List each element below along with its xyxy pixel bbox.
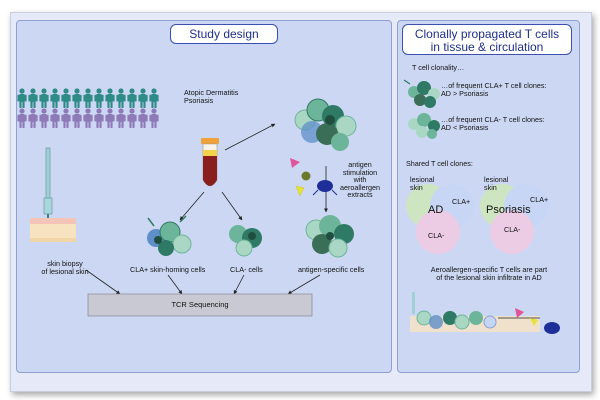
clonality-heading: T cell clonality… <box>412 63 465 72</box>
clonal-propagation-title: Clonally propagated T cells in tissue & … <box>402 24 572 55</box>
cla-pos-clone-cluster <box>403 79 440 108</box>
lesional-infiltrate-illustration <box>410 292 560 334</box>
venn-pso-neg-label: CLA- <box>504 225 521 234</box>
clonal-title-line-1: Clonally propagated T cells <box>414 27 560 41</box>
venn-ad <box>406 184 474 254</box>
cla-positive-cells <box>147 215 192 256</box>
stimulation-label: antigen stimulation with aeroallergen ex… <box>338 161 382 199</box>
aeroallergen-line-2: of the lesional skin infiltrate in AD <box>436 273 542 283</box>
arrow-to-cla-neg <box>221 191 243 221</box>
cla-negative-cells <box>229 225 262 257</box>
venn-psoriasis <box>480 184 548 254</box>
arrow-cla-neg-to-tcr <box>233 274 245 295</box>
venn-pso-region-line-1: lesional <box>484 175 509 184</box>
venn-ad-region-line-1: lesional <box>410 175 435 184</box>
venn-ad-pos-label: CLA+ <box>452 197 471 206</box>
stimulation-line-5: extracts <box>347 190 373 200</box>
biopsy-punch-icon <box>43 147 53 226</box>
venn-ad-region-line-2: skin <box>410 183 423 193</box>
aeroallergen-text: Aeroallergen-specific T cells are part o… <box>404 265 574 283</box>
venn-pso-region-line-2: skin <box>484 183 497 193</box>
tcr-sequencing-label: TCR Sequencing <box>171 300 229 309</box>
cohort-psoriasis-label: Psoriasis <box>184 96 214 106</box>
venn-pso-region-label: lesional skin <box>484 175 509 193</box>
cohort-ad-label: Atopic Dermatitis <box>184 88 239 97</box>
skin-sample-icon <box>30 218 76 242</box>
biopsy-label: skin biopsy of lesional skin <box>30 259 100 277</box>
aeroallergen-line-1: Aeroallergen-specific T cells are part <box>430 265 548 274</box>
venn-ad-neg-label: CLA- <box>428 231 445 240</box>
arrow-biopsy-to-tcr <box>85 269 121 295</box>
venn-ad-region-label: lesional skin <box>410 175 435 193</box>
clonality-neg-text: …of frequent CLA- T cell clones: AD < Ps… <box>441 115 545 133</box>
venn-pso-center-label: Psoriasis <box>486 204 531 216</box>
clonal-title-line-2: in tissue & circulation <box>430 40 544 54</box>
cohort-label: Atopic Dermatitis Psoriasis <box>184 88 239 106</box>
blood-tube-icon <box>201 138 219 187</box>
biopsy-line-2: of lesional skin <box>41 267 89 277</box>
cla-neg-clone-cluster <box>408 113 440 139</box>
antigen-specific-label: antigen-specific cells <box>298 265 365 274</box>
stimulation-line-3: with <box>353 175 367 185</box>
stimulation-line-4: aeroallergen <box>340 182 380 192</box>
stimulated-cell-cluster <box>294 98 357 151</box>
clonality-pos-line-2: AD > Psoriasis <box>441 89 489 99</box>
arrow-to-stimulation <box>224 123 276 151</box>
ad-cohort-people <box>17 88 159 108</box>
arrow-cla-pos-to-tcr <box>167 274 183 295</box>
study-design-title: Study design <box>170 24 278 44</box>
clonality-neg-line-1: …of frequent CLA- T cell clones: <box>441 115 545 124</box>
antigen-specific-cells <box>305 215 354 258</box>
arrow-to-cla-pos <box>179 191 205 221</box>
cla-neg-label: CLA- cells <box>230 265 263 274</box>
venn-ad-center-label: AD <box>428 204 444 216</box>
aeroallergen-icons <box>290 158 338 197</box>
clonality-pos-text: …of frequent CLA+ T cell clones: AD > Ps… <box>441 81 547 99</box>
stimulation-line-2: stimulation <box>342 167 378 177</box>
clonality-neg-line-2: AD < Psoriasis <box>441 123 489 133</box>
psoriasis-cohort-people <box>17 108 159 128</box>
arrow-antigen-to-tcr <box>287 274 321 295</box>
clonality-pos-line-1: …of frequent CLA+ T cell clones: <box>441 81 547 90</box>
tcr-sequencing-bar <box>87 293 313 317</box>
stimulation-line-1: antigen <box>348 160 372 169</box>
biopsy-line-1: skin biopsy <box>47 259 83 268</box>
venn-pso-pos-label: CLA+ <box>530 195 549 204</box>
cla-pos-label: CLA+ skin-homing cells <box>130 265 206 274</box>
shared-heading: Shared T cell clones: <box>406 159 473 168</box>
